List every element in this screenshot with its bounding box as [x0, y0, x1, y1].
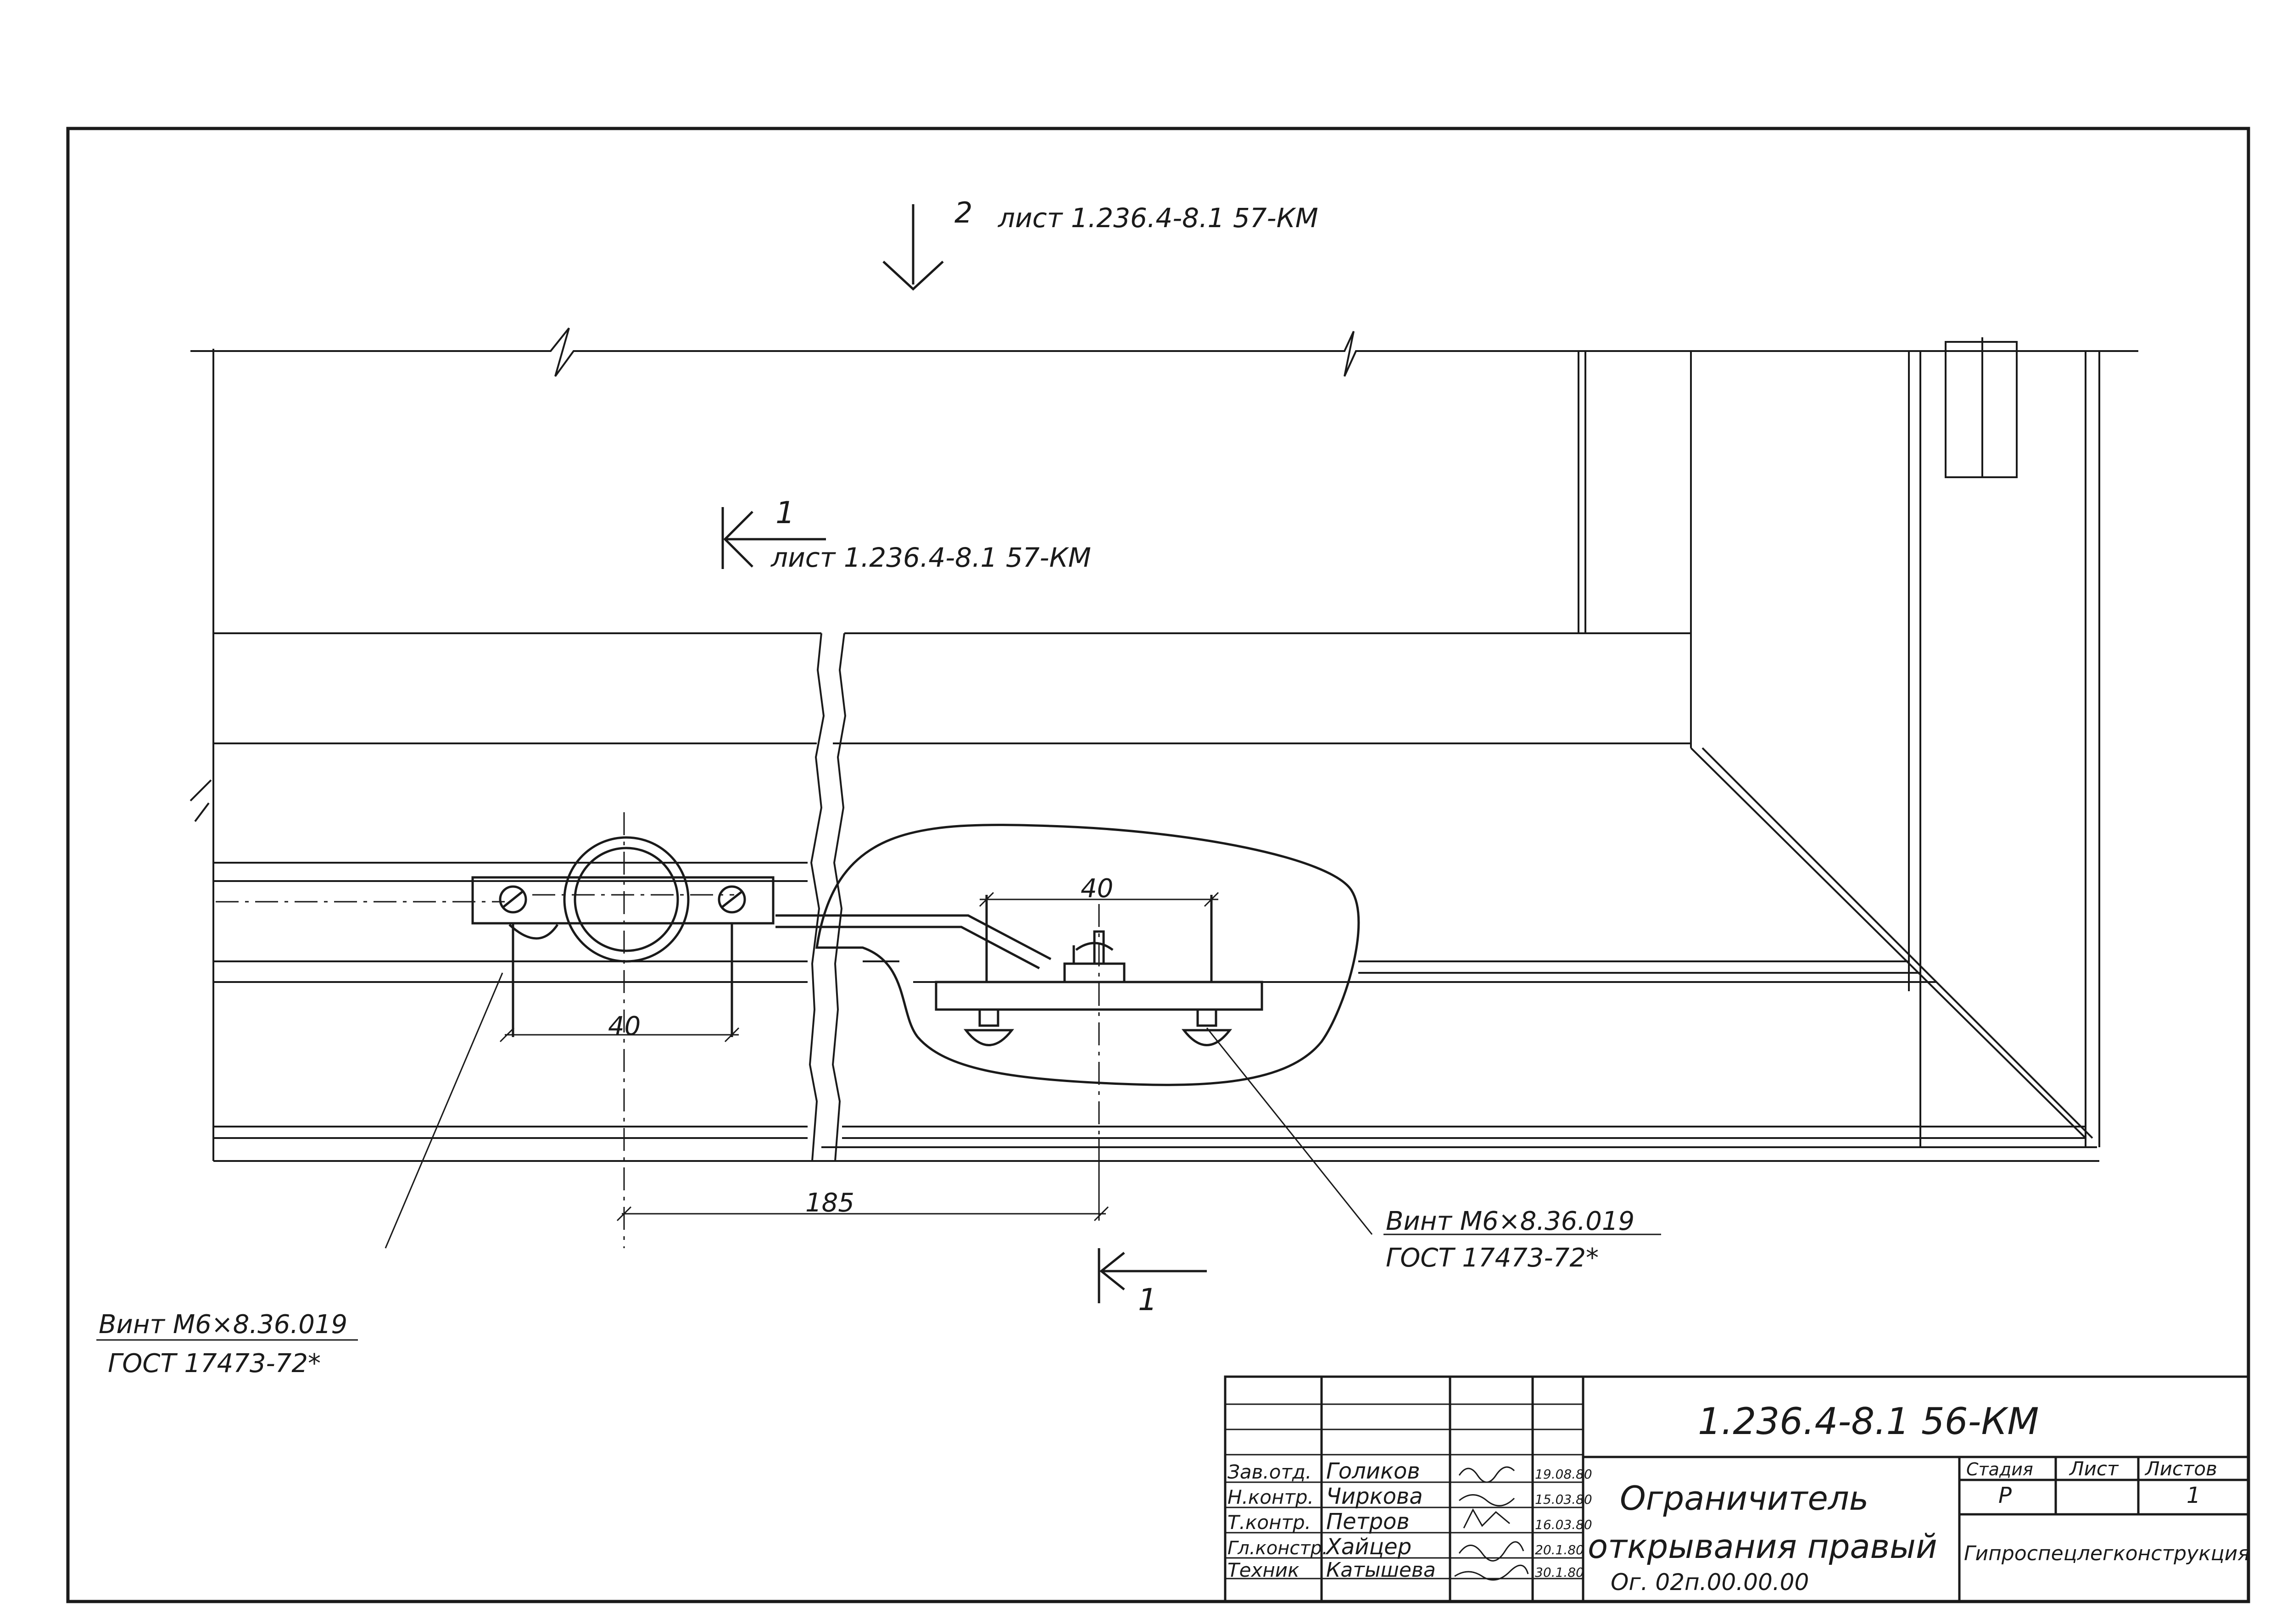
callout-top-num: 2 [954, 196, 972, 229]
name-4: Катышева [1326, 1558, 1436, 1582]
dim-bottom-label: 185 [805, 1188, 854, 1218]
date-1: 15.03.80 [1535, 1492, 1592, 1507]
callout-section-ref: лист 1.236.4-8.1 57-КМ [770, 542, 1091, 573]
title-line1: Ограничитель [1620, 1479, 1869, 1518]
sheet-header: Лист [2069, 1457, 2119, 1480]
name-1: Чиркова [1326, 1484, 1423, 1509]
dim-left-label: 40 [608, 1011, 641, 1041]
hinge-assembly [471, 836, 1052, 1037]
cutaway-detail [815, 824, 1360, 1086]
screw-left-line2: ГОСТ 17473-72* [108, 1349, 321, 1378]
date-4: 30.1.80 [1535, 1565, 1584, 1580]
title-block: 1.236.4-8.1 56-КМ Ограничитель открывани… [1224, 1375, 2250, 1603]
callout-bottom-num: 1 [1138, 1282, 1157, 1317]
role-0: Зав.отд. [1227, 1461, 1311, 1483]
sheets-header: Листов [2144, 1457, 2217, 1480]
screw-right-line1: Винт М6×8.36.019 [1386, 1206, 1634, 1236]
date-3: 20.1.80 [1535, 1542, 1584, 1557]
role-3: Гл.констр. [1227, 1538, 1328, 1559]
dimension-lines [499, 892, 1219, 1222]
dim-right-label: 40 [1081, 874, 1113, 904]
title-code: Ог. 02п.00.00.00 [1611, 1569, 1809, 1596]
title-line2: открывания правый [1588, 1527, 1937, 1566]
screw-left-line1: Винт М6×8.36.019 [99, 1310, 347, 1339]
screw-right-line2: ГОСТ 17473-72* [1386, 1243, 1599, 1273]
role-2: Т.контр. [1227, 1511, 1311, 1534]
section-callouts [721, 204, 1207, 1303]
date-0: 19.08.80 [1535, 1467, 1592, 1482]
role-1: Н.контр. [1227, 1486, 1314, 1508]
name-2: Петров [1326, 1509, 1410, 1535]
date-2: 16.03.80 [1535, 1517, 1592, 1532]
sheets-value: 1 [2187, 1483, 2201, 1508]
center-lines [216, 812, 1100, 1248]
stage-header: Стадия [1966, 1459, 2033, 1479]
callout-section-num: 1 [775, 495, 795, 530]
title-designation: 1.236.4-8.1 56-КМ [1698, 1400, 2039, 1443]
sheet-frame [66, 127, 2250, 1603]
role-4: Техник [1227, 1559, 1300, 1581]
name-0: Голиков [1326, 1458, 1420, 1484]
name-3: Хайцер [1325, 1534, 1411, 1560]
signatures [1454, 1466, 1529, 1581]
upper-structure [190, 327, 2138, 1162]
leader-lines [96, 972, 1661, 1341]
organization: Гипроспецлегконструкция [1964, 1542, 2250, 1565]
callout-top-ref: лист 1.236.4-8.1 57-КМ [998, 202, 1318, 234]
stage-value: Р [1998, 1483, 2012, 1508]
